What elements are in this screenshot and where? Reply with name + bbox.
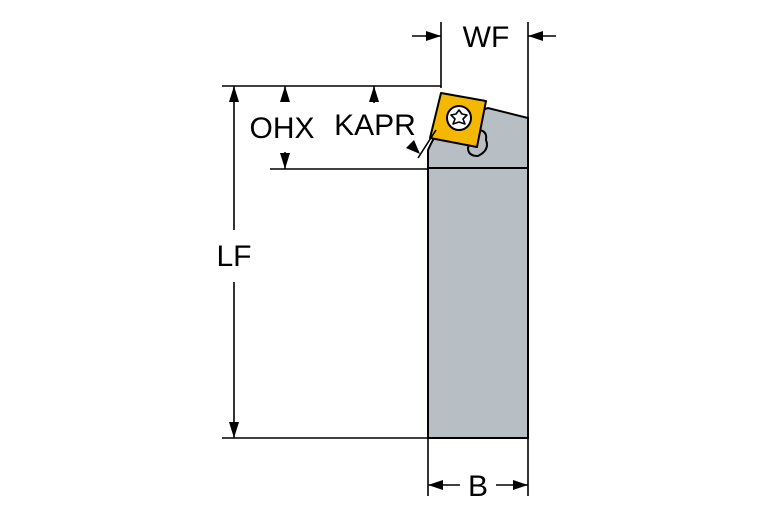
label-wf: WF (463, 21, 510, 54)
dimension-kapr: KAPR (334, 86, 437, 159)
dimension-lf: LF (216, 86, 428, 439)
cutting-insert (429, 92, 487, 148)
shank-body (427, 167, 529, 439)
tool-holder (427, 106, 529, 439)
label-kapr: KAPR (334, 109, 416, 142)
dimension-wf: WF (412, 21, 556, 118)
label-b: B (468, 470, 488, 503)
torx-star-icon (450, 109, 468, 125)
label-ohx: OHX (249, 112, 314, 145)
dimension-b: B (427, 438, 529, 503)
dimension-ohx: OHX (222, 85, 441, 170)
label-lf: LF (216, 240, 251, 273)
